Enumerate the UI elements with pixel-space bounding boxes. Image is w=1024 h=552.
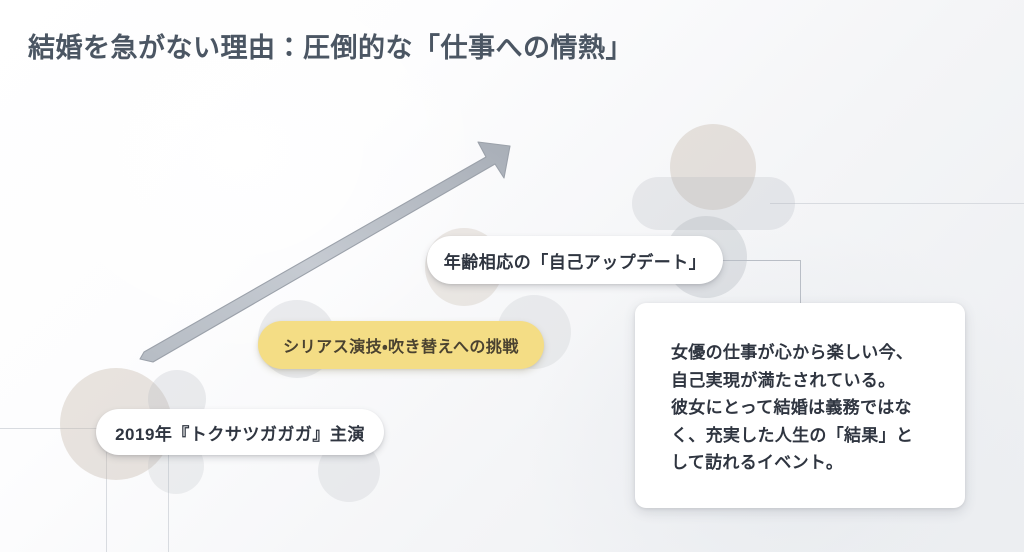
guide-line-right-horizontal (770, 203, 1024, 204)
milestone-pill-serious-label: シリアス演技・吹き替えへの挑戦 (283, 339, 519, 356)
milestone-pill-update[interactable]: 年齢相応の「自己アップデート」 (427, 236, 723, 284)
conclusion-card: 女優の仕事が心から楽しい今、 自己実現が満たされている。 彼女にとって結婚は義務… (635, 303, 965, 508)
decor-pill-ghost-top (632, 177, 795, 230)
page-title: 結婚を急がない理由：圧倒的な「仕事への情熱」 (28, 33, 633, 63)
conclusion-card-text: 女優の仕事が心から楽しい今、 自己実現が満たされている。 彼女にとって結婚は義務… (671, 343, 914, 473)
connector-update-to-card-vertical (800, 260, 801, 304)
milestone-pill-serious[interactable]: シリアス演技・吹き替えへの挑戦 (258, 321, 544, 369)
milestone-pill-debut-label: 2019年『トクサツガガガ』主演 (115, 424, 365, 444)
guide-line-vertical-a (106, 452, 107, 552)
milestone-pill-update-label: 年齢相応の「自己アップデート」 (443, 252, 707, 272)
decor-circle-beige-top (670, 124, 756, 210)
guide-line-vertical-b (168, 452, 169, 552)
connector-update-to-card-horizontal (722, 260, 801, 261)
background-wash-left (0, 0, 600, 460)
guide-line-left-horizontal (0, 428, 98, 429)
milestone-pill-debut[interactable]: 2019年『トクサツガガガ』主演 (96, 409, 384, 455)
